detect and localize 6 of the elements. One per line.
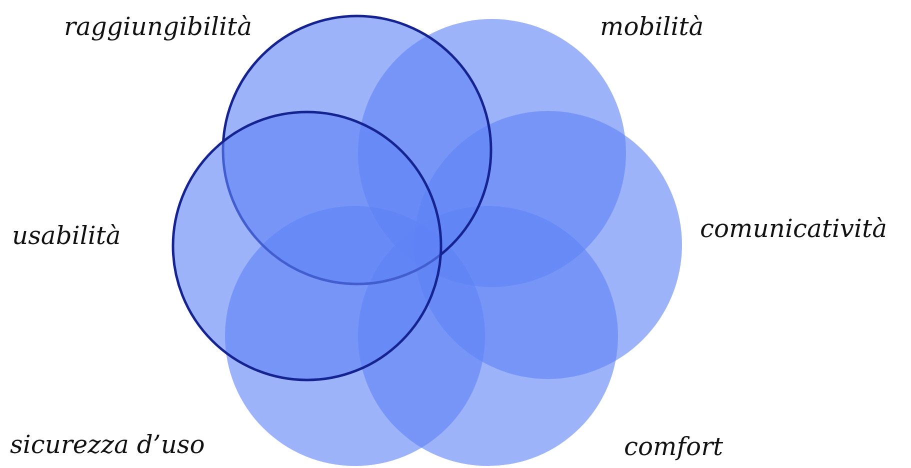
circle-label: mobilità xyxy=(600,12,704,42)
circle-label: comfort xyxy=(624,432,724,462)
circle-label: usabilità xyxy=(12,221,121,251)
circle-label: sicurezza d’uso xyxy=(10,430,205,460)
circle-label: raggiungibilità xyxy=(64,12,252,42)
circle-label: comunicatività xyxy=(700,214,887,244)
